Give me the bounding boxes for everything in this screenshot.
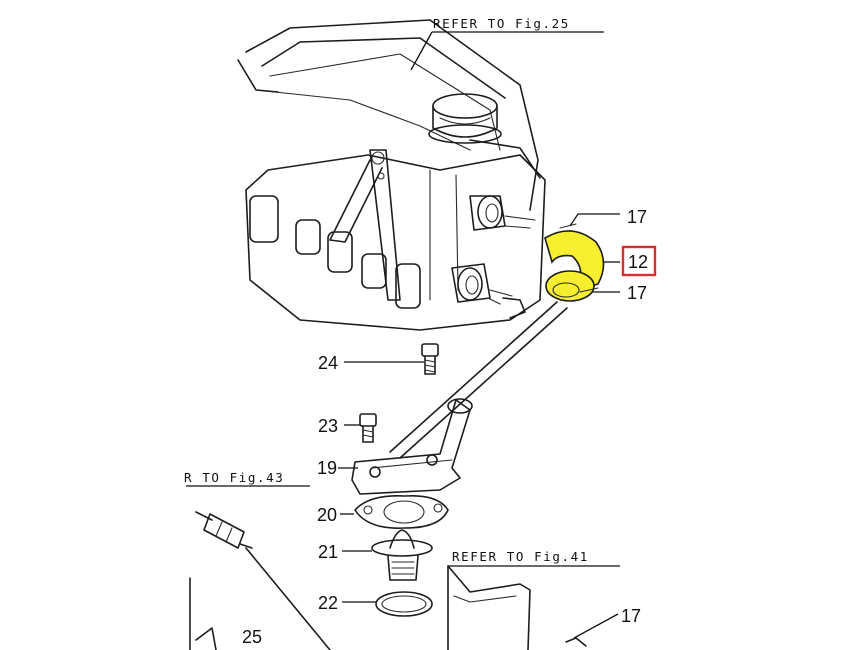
rocker-cover-drawing <box>237 19 539 211</box>
hose-part-12 <box>544 223 605 302</box>
refer-fig25-label: REFER TO Fig.25 <box>433 16 570 31</box>
refer-fig43-label: R TO Fig.43 <box>184 470 284 485</box>
belt-guard-drawing <box>447 565 587 650</box>
callout-25: 25 <box>242 627 262 647</box>
refer-fig41-label: REFER TO Fig.41 <box>452 549 589 564</box>
callout-17-mid: 17 <box>627 283 647 303</box>
callout-22: 22 <box>318 593 338 613</box>
thermostat-drawing <box>371 529 433 581</box>
gasket-drawing <box>354 494 449 529</box>
callout-19: 19 <box>317 458 337 478</box>
engine-block-drawing <box>245 139 546 331</box>
callout-12-highlight-box <box>621 245 657 277</box>
leader-lines <box>186 31 620 639</box>
filler-cap-drawing <box>428 93 502 144</box>
bolt-24-drawing <box>421 343 439 375</box>
temperature-sensor-drawing <box>189 511 331 650</box>
callout-21: 21 <box>318 542 338 562</box>
callout-20: 20 <box>317 505 337 525</box>
callout-23: 23 <box>318 416 338 436</box>
o-ring-drawing <box>375 591 433 617</box>
thermostat-housing-drawing <box>351 398 473 495</box>
callout-17-top: 17 <box>627 207 647 227</box>
callout-24: 24 <box>318 353 338 373</box>
bolt-23-drawing <box>359 413 377 443</box>
connecting-pipe-drawing <box>389 297 568 459</box>
callout-12: 12 <box>628 252 648 272</box>
callout-17-bottom: 17 <box>621 606 641 626</box>
